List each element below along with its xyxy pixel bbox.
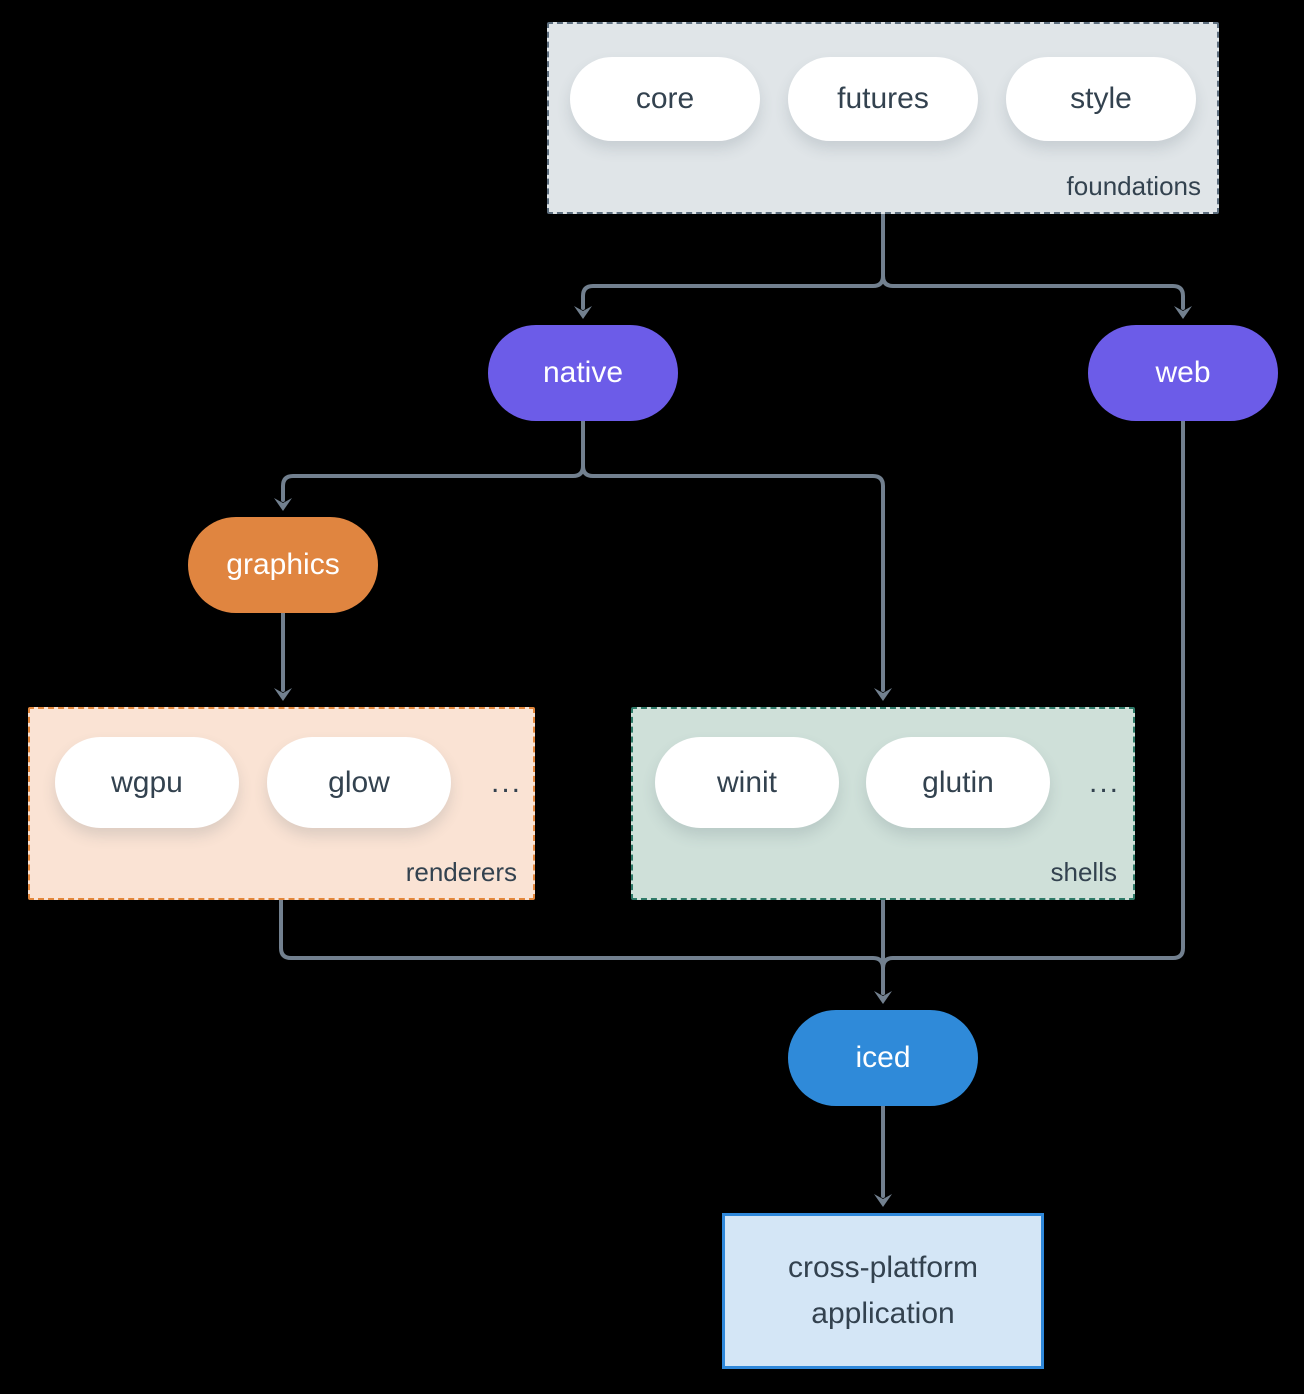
- node-wgpu: wgpu: [55, 737, 239, 828]
- arrowhead-application: [874, 1194, 892, 1207]
- node-style: style: [1006, 57, 1196, 141]
- connector-renderers-to-iced: [279, 898, 885, 995]
- node-iced: iced: [788, 1010, 978, 1106]
- arrowhead-shells: [874, 688, 892, 701]
- arrowhead-iced: [874, 991, 892, 1004]
- arrowhead-graphics: [274, 498, 292, 511]
- renderers-ellipsis: ...: [491, 765, 523, 799]
- connector-native-to-shells: [581, 419, 885, 692]
- node-glow: glow: [267, 737, 451, 828]
- connector-foundations-to-native: [581, 213, 885, 310]
- connector-native-to-graphics: [281, 419, 585, 502]
- renderers-pill-row: wgpu glow ...: [55, 737, 522, 828]
- connector-web-to-iced: [881, 419, 1185, 995]
- node-web: web: [1088, 325, 1278, 421]
- group-label-foundations: foundations: [1066, 171, 1201, 201]
- group-renderers: wgpu glow ... renderers: [28, 707, 535, 900]
- connector-foundations-to-web: [881, 213, 1185, 310]
- node-graphics: graphics: [188, 517, 378, 613]
- group-shells: winit glutin ... shells: [631, 707, 1135, 900]
- node-futures: futures: [788, 57, 978, 141]
- node-native: native: [488, 325, 678, 421]
- node-core: core: [570, 57, 760, 141]
- shells-pill-row: winit glutin ...: [655, 737, 1120, 828]
- arrowhead-native: [574, 306, 592, 319]
- group-label-shells: shells: [1050, 857, 1117, 887]
- group-foundations: core futures style foundations: [547, 22, 1219, 214]
- shells-ellipsis: ...: [1089, 765, 1121, 799]
- foundations-pill-row: core futures style: [570, 57, 1196, 141]
- group-label-renderers: renderers: [405, 857, 517, 887]
- node-glutin: glutin: [866, 737, 1050, 828]
- node-winit: winit: [655, 737, 839, 828]
- node-cross-platform-application: cross-platform application: [722, 1213, 1044, 1369]
- arrowhead-renderers: [274, 688, 292, 701]
- arrowhead-web: [1174, 306, 1192, 319]
